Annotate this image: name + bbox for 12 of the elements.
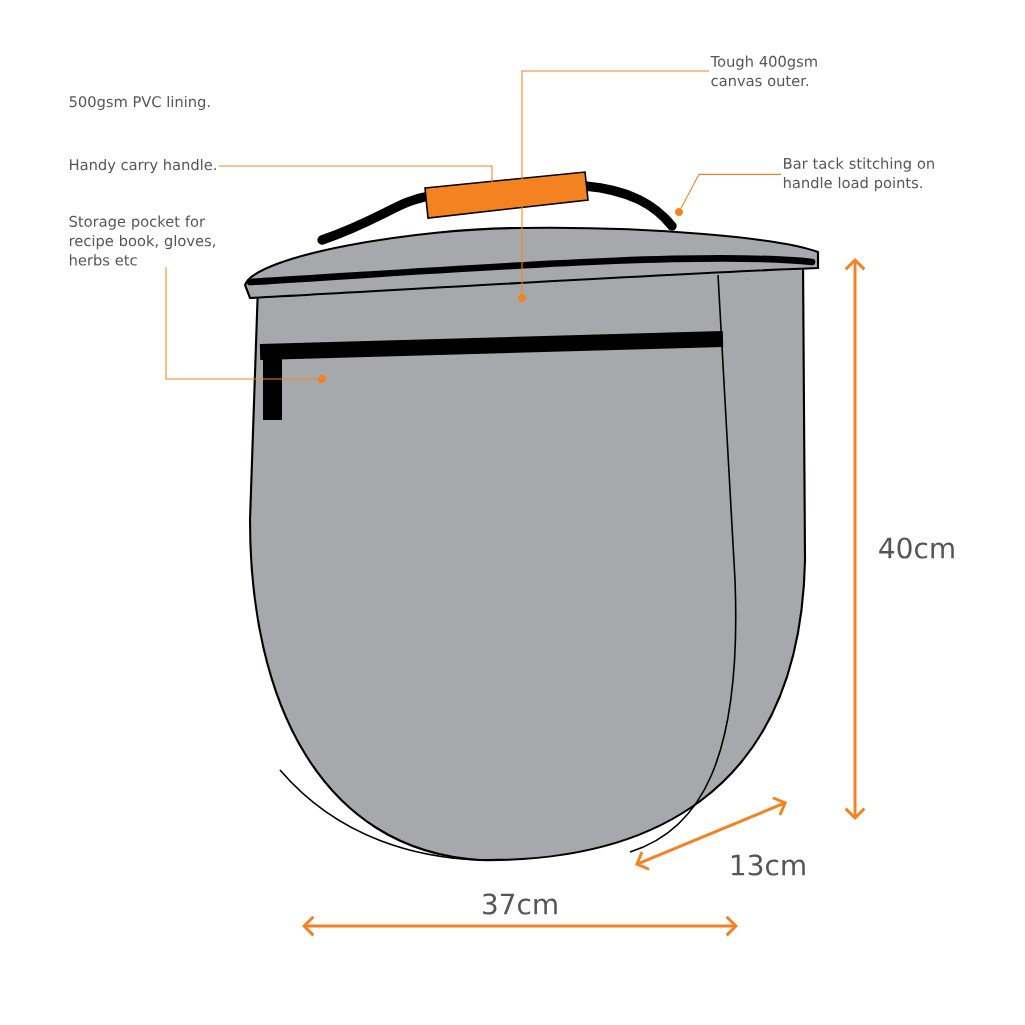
leader-line	[521, 70, 710, 295]
leader-line	[165, 266, 319, 380]
callout-text: Tough 400gsm canvas outer.	[710, 55, 817, 87]
note-text: 500gsm PVC lining.	[69, 95, 210, 111]
leader-line	[218, 165, 493, 184]
callout-text: Storage pocket for recipe book, gloves, herbs etc	[69, 215, 215, 266]
dimension-label: 13cm	[731, 854, 805, 876]
callout-text: Bar tack stitching on handle load points.	[783, 157, 934, 192]
dimension-label: 37cm	[483, 893, 557, 915]
dimension-label: 40cm	[879, 537, 954, 559]
callout-text: Handy carry handle.	[70, 158, 216, 174]
leader-line	[680, 173, 782, 209]
